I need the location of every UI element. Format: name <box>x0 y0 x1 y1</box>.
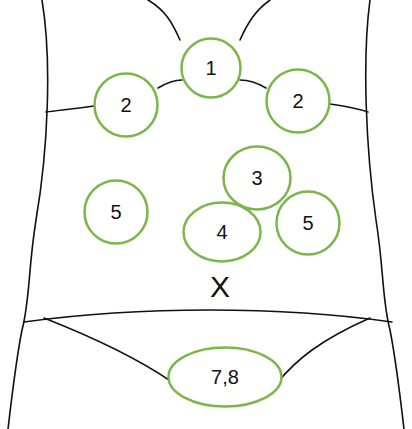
region-circle: 3 <box>222 145 292 211</box>
region-circle: 5 <box>83 179 149 245</box>
rib-outline <box>240 80 266 88</box>
region-circle: 7,8 <box>167 346 283 408</box>
groin-outline <box>278 318 370 382</box>
circle-outline <box>182 39 241 98</box>
circle-outline <box>85 181 148 244</box>
body-outline <box>366 0 404 429</box>
rib-outline <box>46 106 94 112</box>
circle-outline <box>267 70 330 133</box>
callout-number: 5 <box>302 212 313 234</box>
callout-number: 2 <box>120 94 131 116</box>
circle-outline <box>277 192 340 255</box>
cross-mark: X <box>210 272 230 302</box>
region-circle: 2 <box>265 68 331 134</box>
callout-number: 3 <box>251 167 262 189</box>
waist-outline <box>24 310 392 322</box>
neck-outline <box>240 0 270 40</box>
region-circle: 5 <box>275 190 341 256</box>
callout-number: 5 <box>110 201 121 223</box>
callout-number: 1 <box>205 57 216 79</box>
callout-number: 7,8 <box>211 366 239 388</box>
circle-outline <box>95 74 158 137</box>
circle-outline <box>224 147 291 210</box>
rib-outline <box>330 104 368 112</box>
groin-outline <box>44 318 172 382</box>
neck-outline <box>148 0 180 40</box>
body-outline <box>8 0 48 429</box>
callout-number: 4 <box>216 221 227 243</box>
region-circle: 4 <box>182 201 262 263</box>
circle-outline <box>184 203 261 262</box>
callout-number: 2 <box>292 90 303 112</box>
rib-outline <box>158 80 182 88</box>
region-circle: 1 <box>180 37 242 99</box>
region-circle: 2 <box>93 72 159 138</box>
circle-outline <box>169 348 282 407</box>
